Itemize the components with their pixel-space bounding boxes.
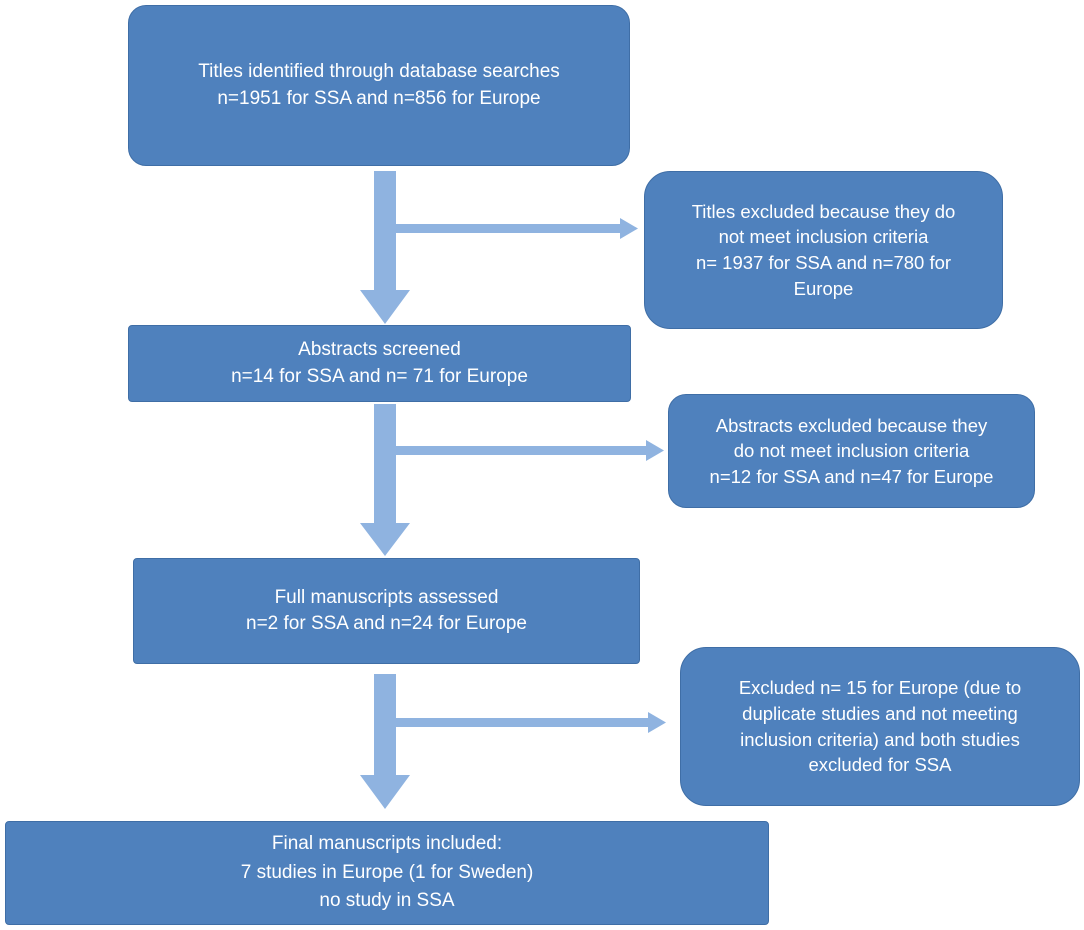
included-ssa: no study in SSA [319, 890, 455, 912]
included-title: Final manuscripts included: [271, 833, 503, 855]
side-arrow-1-head [620, 218, 638, 239]
down-arrow-2 [360, 404, 664, 556]
abstracts-excluded-line1: Abstracts excluded because they [715, 414, 988, 436]
down-arrow-3-shaft [360, 674, 410, 809]
manuscripts-excluded-line1: Excluded n= 15 for Europe (due to [738, 677, 1022, 699]
included-europe: 7 studies in Europe (1 for Sweden) [240, 861, 534, 883]
assessed-title: Full manuscripts assessed [274, 586, 499, 608]
assessed-count: n=2 for SSA and n=24 for Europe [246, 613, 527, 634]
identified-box: Titles identified through database searc… [128, 5, 630, 166]
manuscripts-excluded-line2: duplicate studies and not meeting [742, 702, 1018, 724]
manuscripts-excluded-line3: inclusion criteria) and both studies [740, 728, 1020, 750]
abstracts-excluded-line3: n=12 for SSA and n=47 for Europe [709, 465, 994, 487]
included-box: Final manuscripts included: 7 studies in… [5, 821, 769, 925]
manuscripts-excluded-box: Excluded n= 15 for Europe (due to duplic… [680, 647, 1080, 806]
titles-excluded-line3: n= 1937 for SSA and n=780 for [695, 252, 952, 273]
assessed-box: Full manuscripts assessed n=2 for SSA an… [133, 558, 640, 664]
side-arrow-1-shaft [396, 224, 622, 233]
side-arrow-3-shaft [396, 718, 650, 727]
down-arrow-1-shaft [360, 171, 410, 324]
identified-title: Titles identified through database searc… [198, 61, 560, 83]
identified-count: n=1951 for SSA and n=856 for Europe [217, 87, 541, 109]
down-arrow-2-shaft [360, 404, 410, 556]
screened-box: Abstracts screened n=14 for SSA and n= 7… [128, 325, 631, 402]
screened-title: Abstracts screened [298, 339, 461, 361]
screened-count: n=14 for SSA and n= 71 for Europe [231, 365, 528, 387]
abstracts-excluded-line2: do not meet inclusion criteria [733, 440, 970, 462]
titles-excluded-line2: not meet inclusion criteria [718, 226, 929, 248]
down-arrow-3 [360, 674, 666, 809]
down-arrow-1 [360, 171, 638, 324]
titles-excluded-box: Titles excluded because they do not meet… [644, 171, 1003, 329]
manuscripts-excluded-line4: excluded for SSA [808, 754, 952, 776]
side-arrow-2-shaft [396, 446, 648, 455]
abstracts-excluded-box: Abstracts excluded because they do not m… [668, 394, 1035, 508]
side-arrow-3-head [648, 712, 666, 733]
titles-excluded-line4: Europe [793, 277, 854, 299]
side-arrow-2-head [646, 440, 664, 461]
titles-excluded-line1: Titles excluded because they do [691, 200, 956, 222]
